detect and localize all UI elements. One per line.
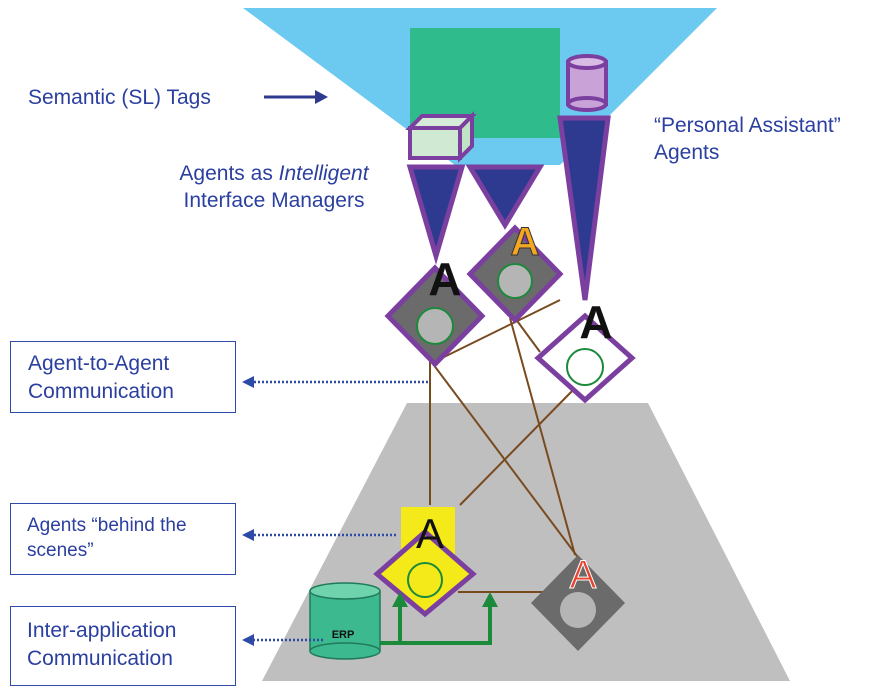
agent-diamond-personal bbox=[534, 312, 636, 404]
database-icon bbox=[566, 54, 608, 112]
agent-letter-personal: A bbox=[579, 296, 612, 348]
agent-behind-red bbox=[531, 555, 625, 651]
semantic-tags-label: Semantic (SL) Tags bbox=[28, 86, 211, 109]
agent-to-agent-box: Agent-to-Agent Communication bbox=[10, 341, 236, 413]
erp-database-icon bbox=[309, 582, 381, 660]
agent-letter-left: A bbox=[428, 253, 461, 305]
agent-connectors bbox=[429, 299, 581, 593]
dotted-arrows bbox=[252, 380, 428, 642]
behind-scenes-base bbox=[262, 403, 790, 681]
erp-label: ERP bbox=[332, 629, 355, 641]
inter-app-arrows bbox=[380, 592, 498, 645]
agent-to-agent-line2: Communication bbox=[28, 380, 174, 403]
inter-application-line1: Inter-application bbox=[27, 619, 177, 642]
interface-managers-label: Agents as Intelligent Interface Managers bbox=[154, 160, 394, 214]
interface-managers-line2: Interface Managers bbox=[183, 189, 365, 212]
agent-diamond-mid bbox=[466, 224, 564, 324]
personal-assistant-label: “Personal Assistant” Agents bbox=[654, 112, 874, 166]
agent-diamond-left bbox=[384, 264, 486, 368]
agent-letter-yellow: A bbox=[416, 510, 444, 557]
box-icon bbox=[405, 111, 477, 163]
behind-scenes-line1: Agents “behind the bbox=[27, 515, 187, 536]
personal-assistant-triangle bbox=[557, 115, 611, 301]
behind-scenes-line2: scenes” bbox=[27, 540, 94, 561]
personal-assistant-line1: “Personal Assistant” bbox=[654, 114, 841, 137]
behind-scenes-box: Agents “behind the scenes” bbox=[10, 503, 236, 575]
interface-managers-prefix: Agents as bbox=[179, 162, 279, 185]
agent-to-agent-line1: Agent-to-Agent bbox=[28, 352, 170, 375]
agent-behind-yellow bbox=[373, 507, 477, 618]
interface-managers-italic: Intelligent bbox=[278, 162, 369, 185]
interface-triangle-mid bbox=[465, 164, 545, 230]
personal-assistant-line2: Agents bbox=[654, 141, 720, 164]
inter-application-line2: Communication bbox=[27, 647, 173, 670]
interface-triangle-left bbox=[406, 164, 466, 265]
agent-letter-mid: A bbox=[511, 220, 540, 264]
agent-letter-red: A bbox=[570, 553, 597, 597]
inter-application-box: Inter-application Communication bbox=[10, 606, 236, 686]
